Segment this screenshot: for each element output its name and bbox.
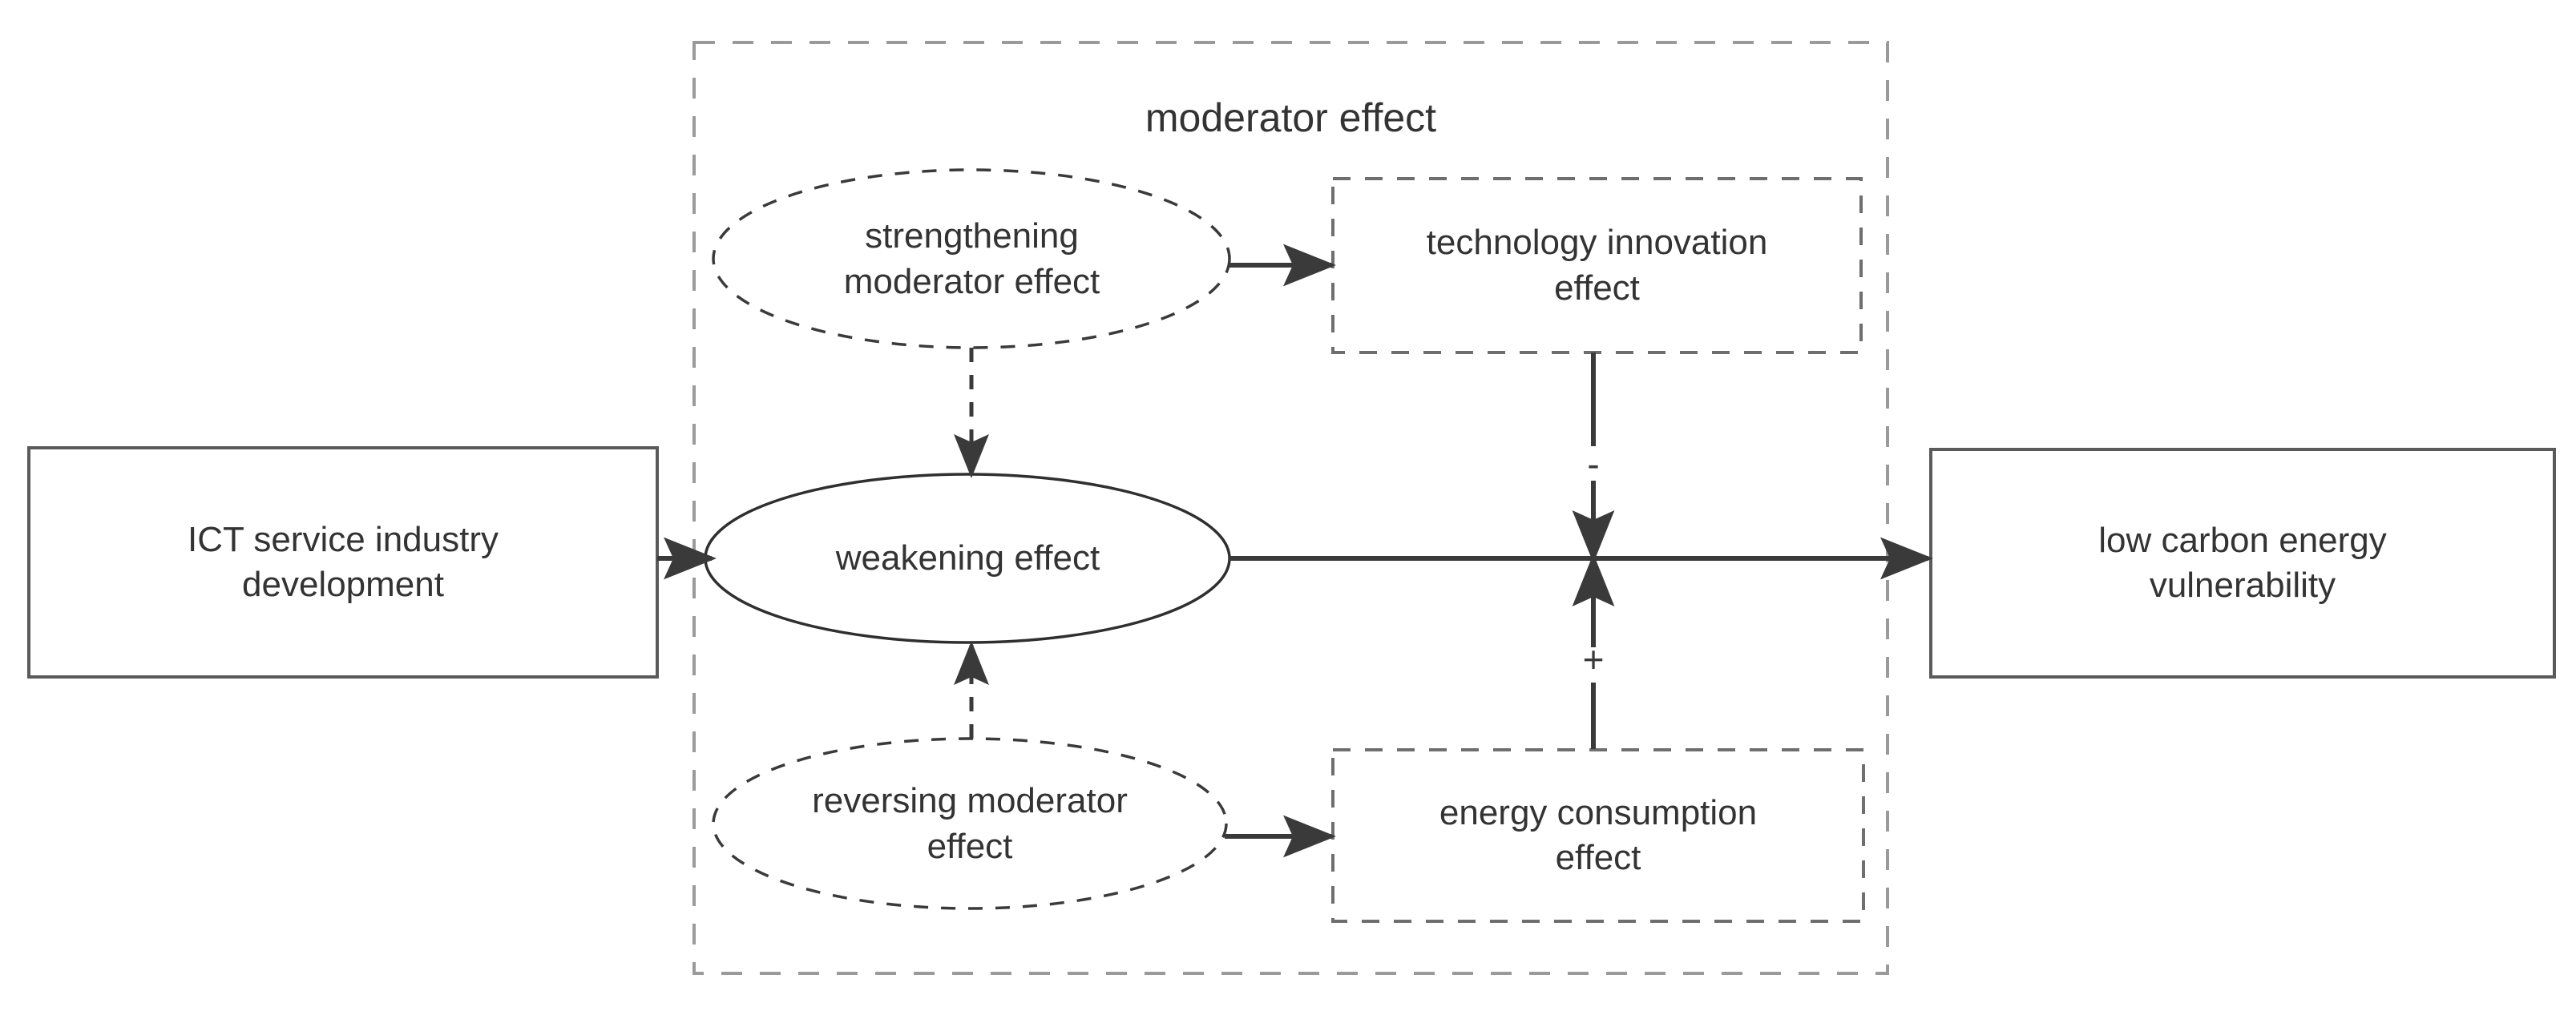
moderator-effect-title: moderator effect [1145,95,1437,140]
moderator-effect-container [692,41,1889,975]
low-carbon-energy-vulnerability-box [1929,448,2556,679]
strengthening-moderator-effect-ellipse [712,168,1231,349]
ict-service-industry-development-box [27,446,659,679]
positive-sign-label: + [1582,638,1605,680]
weakening-effect-ellipse [704,473,1231,644]
reversing-moderator-effect-ellipse [712,737,1228,910]
technology-innovation-effect-box [1331,177,1863,354]
negative-sign-label: - [1587,443,1600,485]
energy-consumption-effect-box [1331,748,1865,923]
